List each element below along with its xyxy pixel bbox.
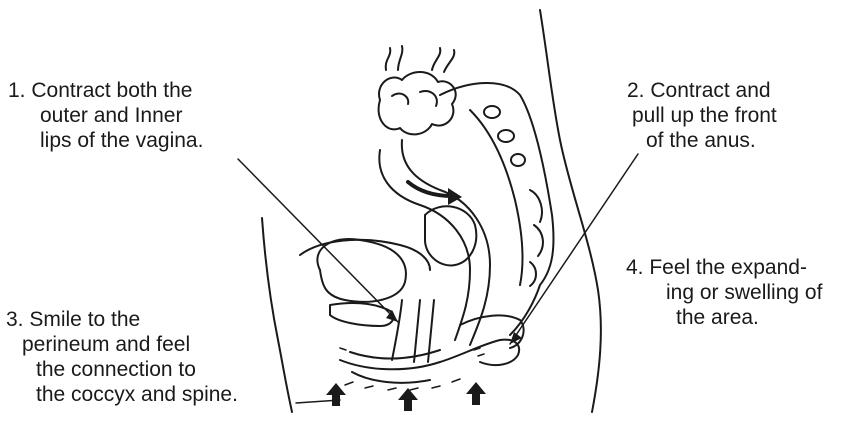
back-outline [540, 10, 601, 412]
label-line: pull up the front [627, 103, 777, 128]
vagina [414, 300, 420, 362]
upward-arrow-icon [326, 382, 486, 411]
bladder [317, 239, 406, 302]
uterus [425, 206, 476, 265]
intestine-loop [379, 72, 456, 134]
label-line: 2. Contract and [627, 78, 777, 103]
label-line: 4. Feel the expand- [626, 255, 822, 280]
label-line: perineum and feel [6, 332, 238, 357]
label-line: the connection to [6, 357, 238, 382]
front-outline [262, 218, 292, 412]
label-line: 1. Contract both the [8, 78, 203, 103]
label-line: outer and Inner [8, 103, 203, 128]
label-line: 3. Smile to the [6, 307, 238, 332]
sensation-lines [345, 379, 460, 390]
label-feel-expanding: 4. Feel the expand- ing or swelling of t… [626, 255, 822, 330]
vertebra-2 [498, 130, 514, 142]
label-contract-anus: 2. Contract and pull up the front of the… [627, 78, 777, 153]
vertebra-1 [484, 106, 500, 118]
label-contract-vagina: 1. Contract both the outer and Inner lip… [8, 78, 203, 153]
leader-line-2 [510, 154, 638, 344]
label-line: the area. [626, 305, 822, 330]
pubic-bone [330, 303, 394, 326]
label-line: of the anus. [627, 128, 777, 153]
vertebra-3 [511, 154, 525, 166]
label-smile-perineum: 3. Smile to the perineum and feel the co… [6, 307, 238, 407]
label-line: lips of the vagina. [8, 128, 203, 153]
sacrum [440, 83, 554, 335]
label-line: the coccyx and spine. [6, 382, 238, 407]
curved-arrow-icon [408, 182, 452, 196]
label-line: ing or swelling of [626, 280, 822, 305]
